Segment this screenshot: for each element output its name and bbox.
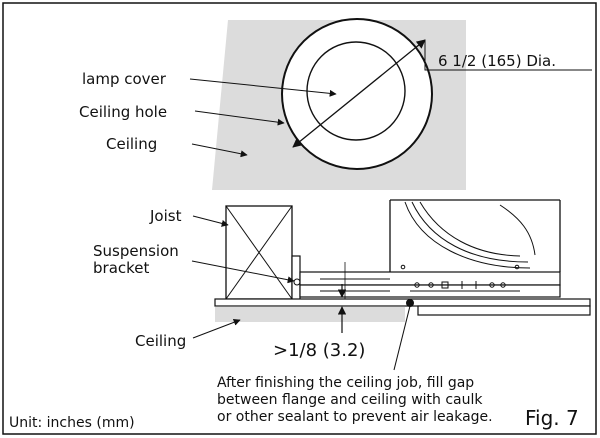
unit-grille-arc-4 (499, 204, 536, 256)
gap-label: >1/8 (3.2) (273, 340, 365, 361)
lamp-cover-leader (189, 78, 337, 97)
lower-panel (417, 305, 591, 316)
note-line-2: between flange and ceiling with caulk (217, 392, 483, 408)
unit-body-outline (389, 199, 561, 272)
support-rail (214, 298, 591, 307)
ceiling-board (215, 306, 405, 322)
ceiling-hole-label: Ceiling hole (79, 103, 167, 121)
diameter-label: 6 1/2 (165) Dia. (438, 52, 556, 70)
suspension-leader (191, 260, 295, 284)
unit-grille-arc-1 (404, 201, 531, 269)
top-view (189, 18, 592, 190)
lamp-cover-label: lamp cover (82, 70, 167, 88)
joist-leader (192, 215, 229, 227)
diameter-dimension-line (292, 39, 426, 148)
ceiling-bottom-label: Ceiling (135, 332, 186, 350)
note-line-1: After finishing the ceiling job, fill ga… (217, 375, 474, 391)
suspension-label-line2: bracket (93, 259, 150, 277)
unit-screw-b (514, 264, 520, 270)
ceiling-top-label: Ceiling (106, 135, 157, 153)
unit-grille-arc-2 (411, 201, 529, 263)
suspension-label-line1: Suspension (93, 242, 179, 260)
joist-cross-b (225, 205, 293, 300)
unit-screw-a (400, 264, 406, 270)
unit-grille-arc-3 (419, 201, 521, 257)
diameter-leader (424, 40, 592, 71)
caulk-point (406, 299, 414, 307)
ceiling-hole-leader (194, 110, 285, 126)
suspension-bracket (291, 255, 301, 301)
joist-label: Joist (149, 207, 182, 225)
note-line-3: or other sealant to prevent air leakage. (217, 409, 493, 425)
caulk-leader (393, 305, 411, 371)
figure-number: Fig. 7 (525, 406, 579, 430)
side-view (191, 199, 591, 371)
unit-label: Unit: inches (mm) (9, 415, 135, 431)
ceiling-top-leader (191, 143, 248, 158)
ceiling-bottom-leader (192, 318, 241, 339)
flange-fasteners (414, 281, 506, 289)
